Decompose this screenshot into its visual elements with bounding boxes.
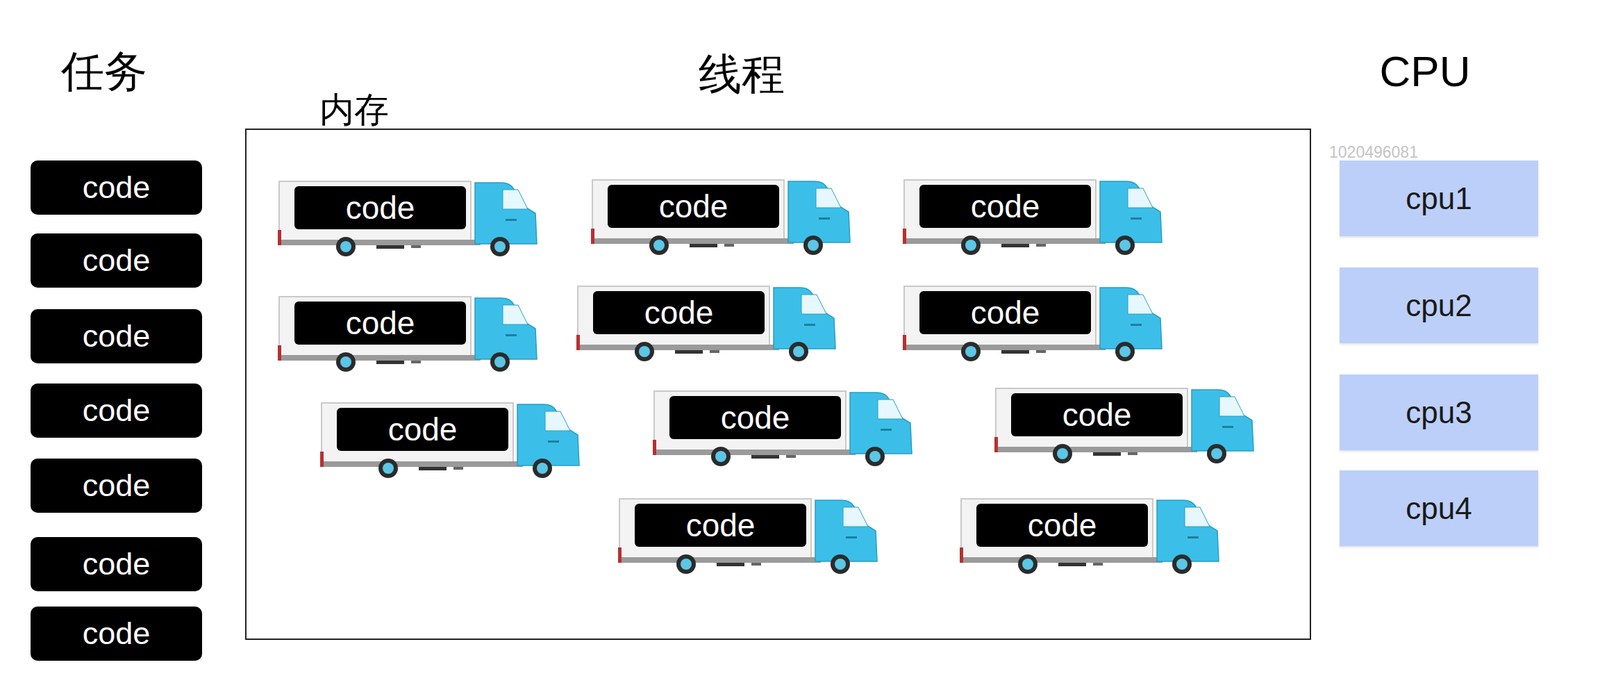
thread-code-box: code — [634, 503, 807, 547]
task-box: code — [30, 383, 203, 438]
thread-code-box: code — [593, 290, 765, 335]
box-label: code — [82, 318, 151, 355]
box-label: cpu1 — [1405, 181, 1472, 216]
task-box: code — [30, 606, 203, 661]
task-box: code — [30, 458, 203, 513]
cpu-box: cpu3 — [1339, 374, 1539, 450]
box-label: code — [82, 615, 151, 652]
region-heading: 内存 — [319, 92, 389, 128]
thread-code-box: code — [919, 184, 1091, 228]
box-label: code — [1027, 506, 1098, 544]
cpu-box: cpu2 — [1339, 267, 1539, 344]
watermark: 1020496081 — [1329, 144, 1419, 161]
memory-region: 内存codecodecodecodecodecodecodecodecodeco… — [245, 128, 1312, 640]
task-box: code — [30, 233, 203, 288]
box-label: code — [1062, 395, 1132, 434]
column-heading: CPU — [1379, 50, 1471, 94]
box-label: code — [388, 410, 458, 448]
box-label: cpu3 — [1405, 395, 1472, 430]
thread-code-box: code — [976, 503, 1148, 547]
box-label: code — [345, 304, 416, 342]
column-heading: 任务 — [61, 50, 148, 94]
box-label: code — [720, 398, 791, 437]
box-label: code — [345, 188, 416, 227]
box-label: cpu4 — [1405, 490, 1472, 526]
thread-code-box: code — [294, 301, 466, 345]
box-label: code — [686, 506, 756, 544]
cpu-box: cpu4 — [1339, 470, 1539, 546]
box-label: code — [970, 187, 1041, 225]
box-label: code — [644, 293, 714, 332]
task-box: code — [30, 536, 203, 591]
thread-code-box: code — [1011, 393, 1183, 437]
box-label: code — [82, 467, 151, 504]
box-label: code — [659, 187, 729, 225]
cpu-box: cpu1 — [1339, 160, 1539, 237]
box-label: code — [82, 242, 151, 279]
thread-code-box: code — [919, 290, 1091, 335]
thread-code-box: code — [607, 184, 780, 228]
task-box: code — [30, 309, 203, 364]
box-label: code — [82, 169, 151, 206]
column-heading: 线程 — [698, 52, 785, 96]
box-label: code — [82, 545, 151, 582]
thread-code-box: code — [294, 186, 466, 230]
box-label: code — [82, 392, 151, 429]
box-label: cpu2 — [1405, 288, 1472, 323]
thread-code-box: code — [669, 395, 841, 439]
thread-code-box: code — [336, 407, 509, 451]
box-label: code — [970, 293, 1041, 332]
task-box: code — [30, 160, 203, 215]
